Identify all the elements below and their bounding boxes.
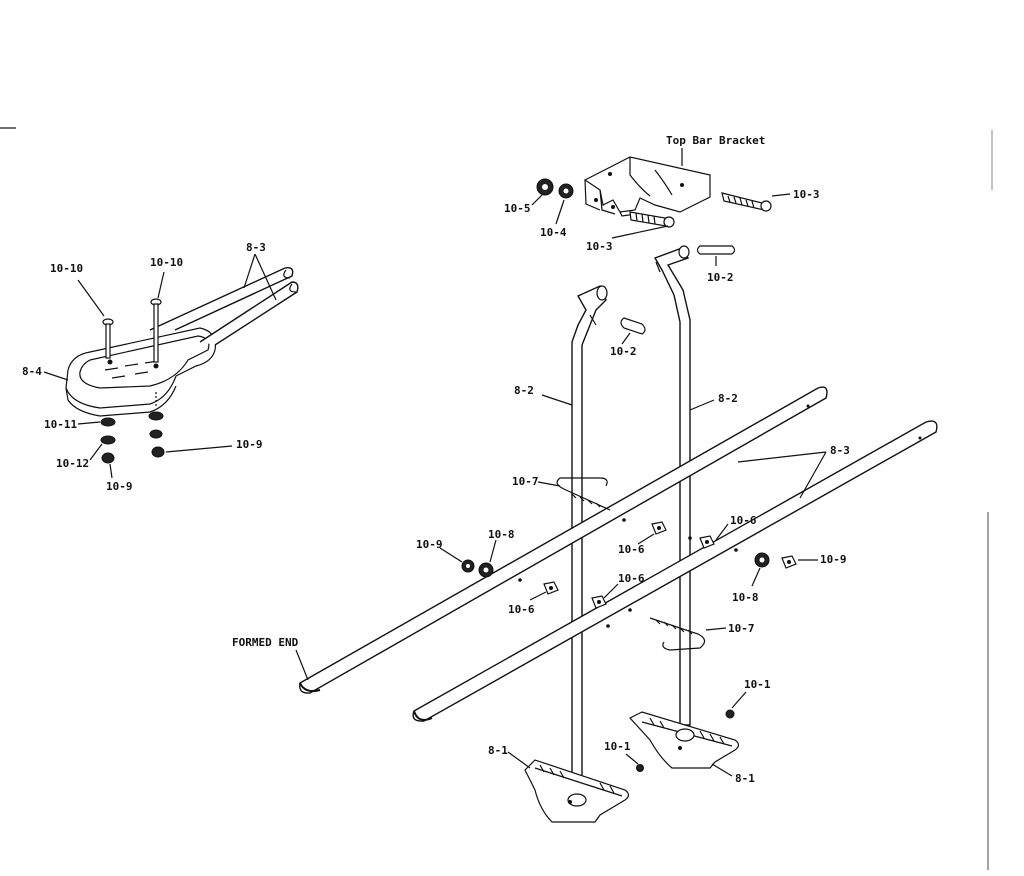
foot-8-1-right — [629, 711, 740, 769]
nut-10-6-d — [591, 595, 607, 609]
washer-10-11 — [100, 417, 116, 427]
label-10-3-right: 10-3 — [793, 188, 820, 201]
nut-10-5 — [536, 178, 554, 196]
label-10-7-upper: 10-7 — [512, 475, 539, 488]
label-10-7-lower: 10-7 — [728, 622, 755, 635]
label-10-8-left: 10-8 — [488, 528, 515, 541]
label-formed-end: FORMED END — [232, 636, 299, 649]
nut-10-6-a — [651, 521, 667, 535]
label-top-bar-bracket: Top Bar Bracket — [666, 134, 765, 147]
label-10-8-right: 10-8 — [732, 591, 759, 604]
label-8-4: 8-4 — [22, 365, 42, 378]
label-8-1-left: 8-1 — [488, 744, 508, 757]
lockwasher-10-12 — [100, 435, 116, 445]
nut-10-9-right — [781, 555, 797, 569]
label-8-3-rails: 8-3 — [830, 444, 850, 457]
label-10-2-lower: 10-2 — [610, 345, 637, 358]
nut-10-9-left — [461, 559, 475, 573]
nut-10-6-b — [699, 535, 715, 549]
label-10-3-left: 10-3 — [586, 240, 613, 253]
nut-10-8-left — [478, 562, 494, 578]
screw-10-1-lower — [636, 764, 644, 772]
label-10-4: 10-4 — [540, 226, 567, 239]
label-10-9-left: 10-9 — [416, 538, 443, 551]
right-hardware-stack — [148, 392, 165, 458]
bolt-10-3-right — [721, 192, 772, 212]
label-10-1-lower: 10-1 — [604, 740, 631, 753]
foot-8-1-left — [524, 759, 630, 823]
nut-10-8-right — [754, 552, 770, 568]
label-10-2-upper: 10-2 — [707, 271, 734, 284]
bolt-10-3-left — [629, 211, 675, 228]
screw-10-1-upper — [725, 709, 735, 719]
pin-10-2-lower — [620, 317, 646, 335]
label-10-9-detail-right: 10-9 — [236, 438, 263, 451]
label-10-10-left: 10-10 — [50, 262, 83, 275]
label-8-1-right: 8-1 — [735, 772, 755, 785]
label-10-6-a: 10-6 — [618, 543, 645, 556]
label-10-12: 10-12 — [56, 457, 89, 470]
label-10-11: 10-11 — [44, 418, 77, 431]
nut-10-6-c — [543, 581, 559, 595]
seat-8-4 — [65, 327, 217, 417]
label-8-2-right: 8-2 — [718, 392, 738, 405]
bolt-10-10-right — [150, 298, 162, 363]
nut-10-9-detail-left — [101, 452, 115, 464]
label-10-9-right: 10-9 — [820, 553, 847, 566]
label-10-6-c: 10-6 — [508, 603, 535, 616]
upright-8-2-left — [571, 285, 608, 801]
upright-8-2-right — [653, 245, 691, 726]
rail-8-3-back — [299, 386, 828, 694]
label-8-2-left: 8-2 — [514, 384, 534, 397]
u-bolt-10-7-upper — [556, 477, 611, 511]
label-10-1-upper: 10-1 — [744, 678, 771, 691]
pin-10-2-upper — [696, 245, 736, 255]
rail-holes — [518, 518, 738, 628]
label-10-5: 10-5 — [504, 202, 531, 215]
scan-edge-marks — [0, 127, 993, 870]
label-10-9-detail-left: 10-9 — [106, 480, 133, 493]
label-10-10-right: 10-10 — [150, 256, 183, 269]
washer-10-4 — [558, 183, 574, 199]
u-bolt-10-7-lower — [649, 617, 706, 651]
label-10-6-b: 10-6 — [730, 514, 757, 527]
top-bar-bracket — [583, 148, 711, 217]
rail-8-3-front — [412, 420, 938, 722]
detail-rails-8-3 — [149, 266, 299, 346]
label-8-3-detail: 8-3 — [246, 241, 266, 254]
label-10-6-d: 10-6 — [618, 572, 645, 585]
bolt-10-10-left — [102, 318, 114, 359]
